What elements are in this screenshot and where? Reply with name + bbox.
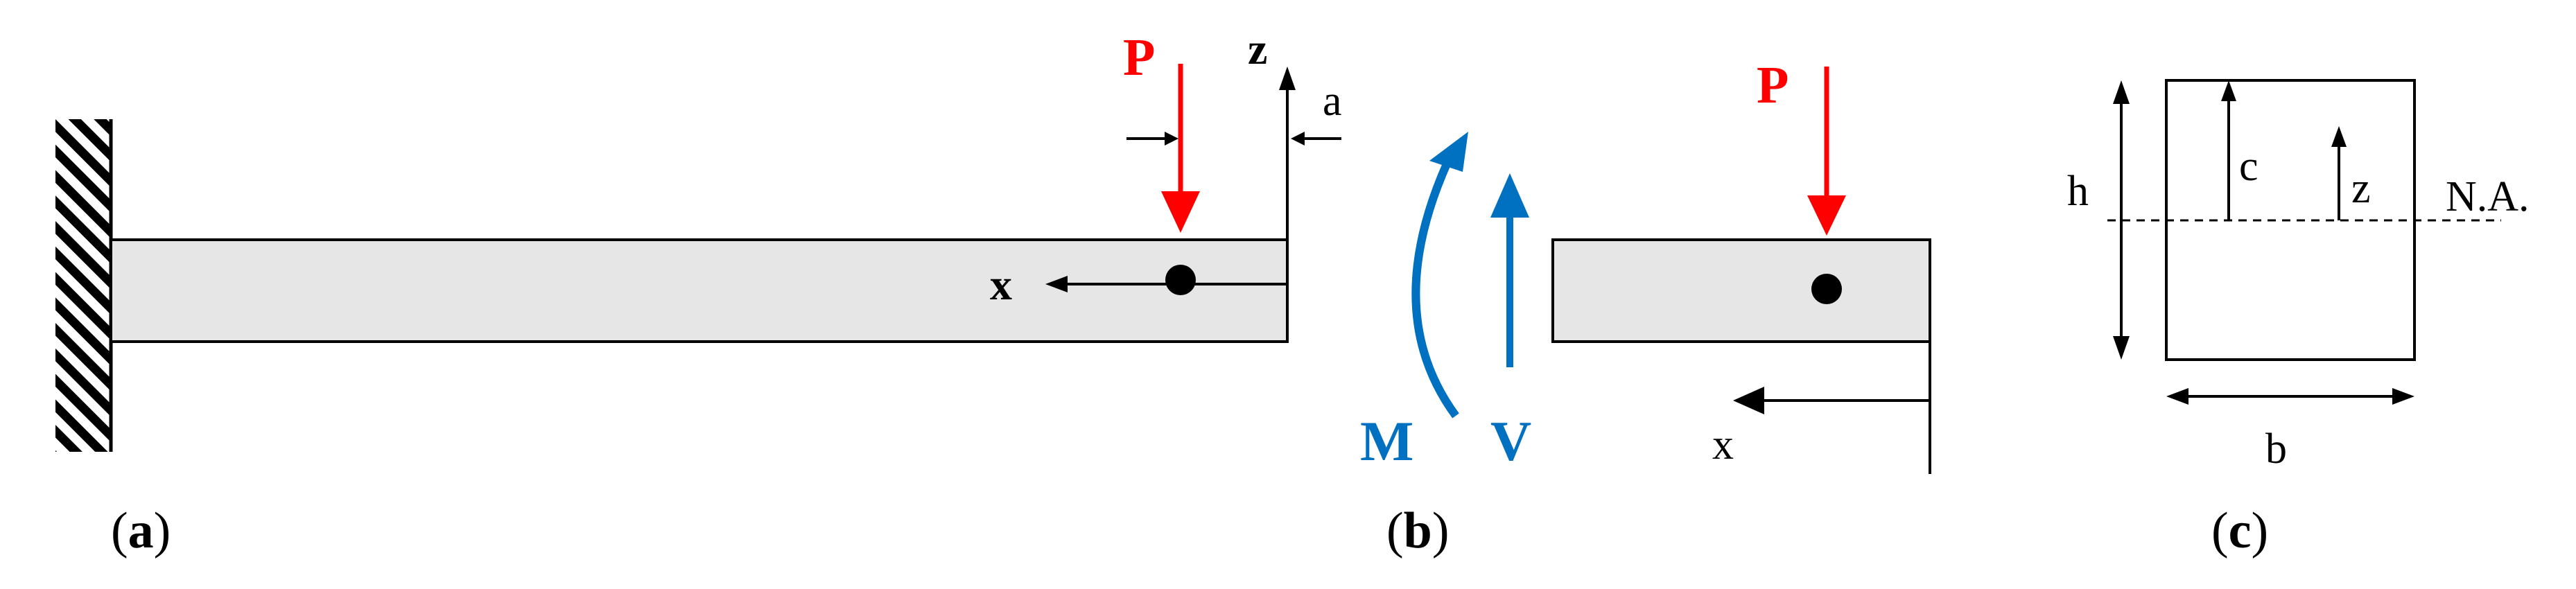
width-dimension [2166,388,2414,405]
z-distance-arrow [2331,126,2347,220]
axis-x-label-b: x [1712,421,1734,468]
c-label: c [2239,143,2259,190]
z-label: z [2351,165,2371,212]
load-point-dot [1165,265,1196,295]
axis-z-label: z [1248,24,1267,73]
offset-label-a: a [1323,78,1342,125]
shear-arrow-v [1490,173,1529,367]
panel-b: M V P x (b) [1360,56,1931,559]
x-axis-arrow [1045,276,1287,292]
load-arrow-p-b [1807,67,1846,236]
beam-segment [1551,238,1931,343]
panel-caption-a: (a) [111,502,171,559]
load-label-p-b: P [1757,56,1789,114]
moment-arrow-m [1411,132,1468,419]
z-axis-arrow [1279,67,1296,240]
load-label-p: P [1123,28,1155,87]
load-point-dot-b [1811,274,1842,304]
width-label-b: b [2265,425,2287,473]
panel-a: P x z a (a) [55,24,1342,559]
shear-label-v: V [1490,410,1531,473]
panel-caption-b: (b) [1386,502,1449,559]
offset-dimension [1126,132,1341,146]
axis-x-label: x [990,260,1012,309]
panel-caption-c: (c) [2211,502,2268,559]
panel-c: N.A. h b c z (c) [2067,79,2530,559]
moment-label-m: M [1360,410,1413,473]
height-dimension [2113,80,2130,360]
x-axis-arrow-b [1733,387,1930,414]
load-arrow-p [1161,64,1200,233]
height-label-h: h [2067,168,2089,215]
c-distance-arrow [2221,80,2236,220]
cantilever-beam [110,238,1289,343]
neutral-axis-label: N.A. [2446,173,2530,220]
fixed-wall-hatch [55,119,111,452]
